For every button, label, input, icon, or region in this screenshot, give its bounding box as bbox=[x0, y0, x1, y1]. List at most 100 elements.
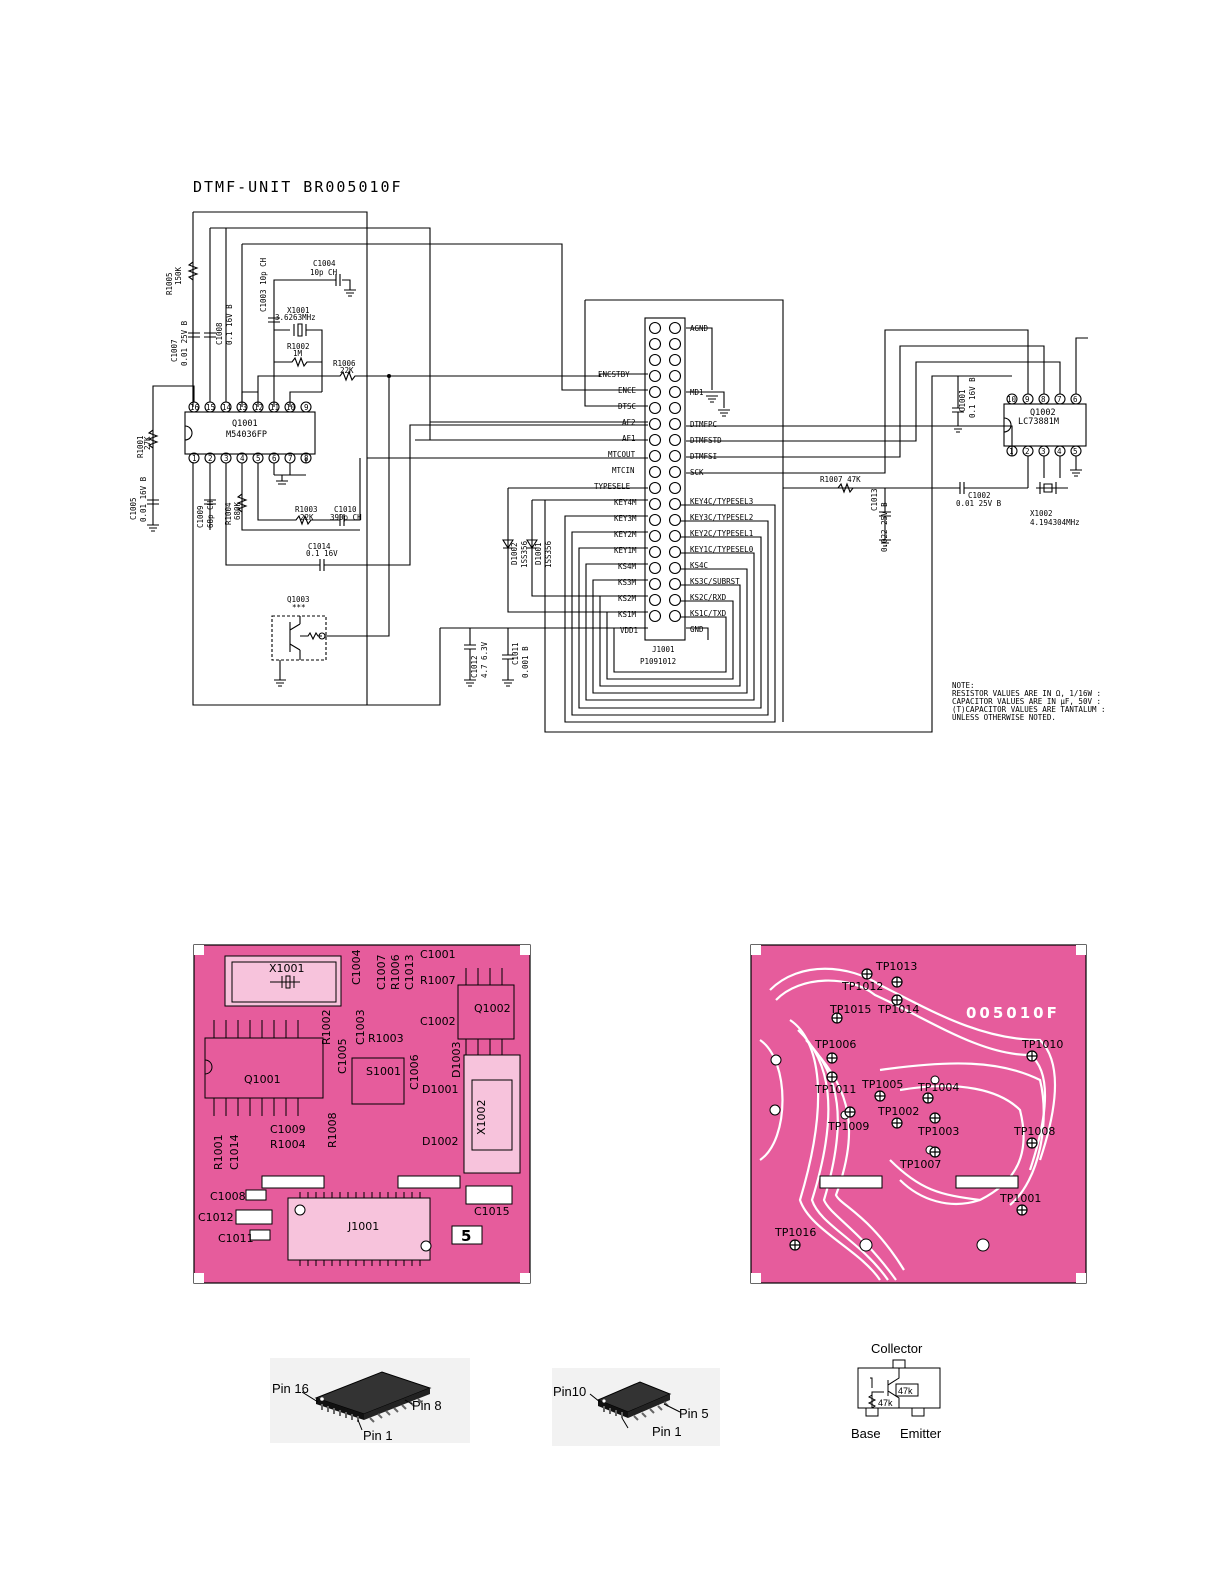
c1002-value: 0.01 25V B bbox=[956, 499, 1002, 508]
q1001-pin-7: 7 bbox=[288, 454, 293, 463]
tp1009-label: TP1009 bbox=[827, 1120, 869, 1133]
pcb-label-s1001: S1001 bbox=[366, 1065, 401, 1078]
r1005-resistor: R1005 150K bbox=[165, 261, 199, 295]
connector-pin bbox=[648, 433, 662, 447]
connector-pin bbox=[668, 561, 682, 575]
x1001-crystal: X1001 3.6263MHz bbox=[274, 306, 323, 392]
schematic-note: NOTE: RESISTOR VALUES ARE IN Ω, 1/16W : … bbox=[952, 681, 1106, 722]
r1003-resistor: R1003 22K C1010 390p CH bbox=[257, 458, 362, 526]
note-line-4: UNLESS OTHERWISE NOTED. bbox=[952, 713, 1056, 722]
test-point-cross bbox=[1027, 1138, 1037, 1148]
j-left-13: KS3M bbox=[618, 578, 637, 587]
j-left-1: ENCE bbox=[618, 386, 637, 395]
q1002-part: LC73881M bbox=[1018, 417, 1059, 427]
j-right-12: KEY2C/TYPESEL1 bbox=[690, 529, 753, 538]
r1001-label: R1001 bbox=[136, 435, 145, 458]
test-point-cross bbox=[845, 1107, 855, 1117]
connector-pin bbox=[668, 545, 682, 559]
test-point-cross bbox=[892, 995, 902, 1005]
r1007-label: R1007 47K bbox=[820, 475, 861, 484]
q1001-pin-4: 4 bbox=[240, 454, 245, 463]
x1002-label: X1002 bbox=[1030, 509, 1053, 518]
r1002-value: 1M bbox=[293, 349, 303, 358]
tp1010-label: TP1010 bbox=[1021, 1038, 1063, 1051]
transistor-emitter-label: Emitter bbox=[900, 1426, 942, 1441]
j-right-18: GND bbox=[690, 625, 704, 634]
connector-pin bbox=[648, 529, 662, 543]
key-matrix-loops bbox=[544, 375, 1012, 733]
pcb-label-r1007: R1007 bbox=[420, 974, 456, 987]
tp1005-label: TP1005 bbox=[861, 1078, 903, 1091]
connector-pin bbox=[648, 449, 662, 463]
q1002-pin-8: 8 bbox=[1041, 395, 1046, 404]
pcb-label-c1001: C1001 bbox=[420, 948, 456, 961]
connector-pin bbox=[668, 593, 682, 607]
j-left-5: MTCOUT bbox=[608, 450, 636, 459]
connector-pin bbox=[668, 417, 682, 431]
transistor-base-label: Base bbox=[851, 1426, 881, 1441]
pcb-label-c1002: C1002 bbox=[420, 1015, 456, 1028]
q1001-part: M54036FP bbox=[226, 430, 267, 440]
q1001-pin-15: 15 bbox=[206, 403, 215, 412]
pcb-label-c1014: C1014 bbox=[228, 1134, 241, 1170]
tp1001-label: TP1001 bbox=[999, 1192, 1041, 1205]
connector-pin bbox=[668, 321, 682, 335]
c1010-value: 390p CH bbox=[330, 513, 362, 522]
q1001-pin-11: 11 bbox=[270, 403, 279, 412]
c1009-value: 68p CH bbox=[206, 500, 215, 528]
j-left-9: KEY3M bbox=[614, 514, 637, 523]
pcb-board-id: 005010F bbox=[966, 1004, 1060, 1022]
c1009-capacitor: C1009 68p CH bbox=[196, 463, 216, 530]
connector-pin bbox=[668, 577, 682, 591]
connector-pin bbox=[648, 417, 662, 431]
r1003-value: 22K bbox=[300, 513, 314, 522]
test-point-cross bbox=[875, 1091, 885, 1101]
c1013-label: C1013 bbox=[870, 488, 879, 511]
j-left-15: KS1M bbox=[618, 610, 637, 619]
package-transistor: Collector 47k 47k Base Emitter bbox=[851, 1341, 942, 1441]
test-point-cross bbox=[827, 1053, 837, 1063]
pcb-label-r1004: R1004 bbox=[270, 1138, 306, 1151]
j-right-16: KS2C/RXD bbox=[690, 593, 727, 602]
d1001-label: D1001 bbox=[534, 542, 543, 565]
net-af2 bbox=[210, 227, 648, 423]
connector-pin bbox=[648, 545, 662, 559]
q1001-ground bbox=[273, 458, 307, 485]
test-point-cross bbox=[1027, 1051, 1037, 1061]
q1003-transistor: Q1003 *** bbox=[271, 376, 390, 687]
test-point-cross bbox=[827, 1072, 837, 1082]
c1004-capacitor: C1004 10p CH bbox=[273, 259, 356, 407]
test-point-cross bbox=[923, 1093, 933, 1103]
pkg16-pin16-label: Pin 16 bbox=[272, 1381, 309, 1396]
connector-pin bbox=[668, 449, 682, 463]
r1007-c1002: R1007 47K C1002 0.01 25V B C1013 0.022 2… bbox=[820, 376, 1028, 552]
tp1004-label: TP1004 bbox=[917, 1081, 959, 1094]
q1003-value: *** bbox=[292, 603, 306, 612]
q1001-pin-12: 12 bbox=[254, 403, 263, 412]
tp1012-label: TP1012 bbox=[841, 980, 883, 993]
package-16pin: Pin 16 Pin 8 Pin 1 bbox=[270, 1358, 470, 1443]
ic-q1002: Q1002 LC73881M 10 9 8 7 6 1 2 3 4 5 bbox=[686, 329, 1088, 527]
connector-pin bbox=[668, 353, 682, 367]
q1002-pin-10: 10 bbox=[1007, 395, 1017, 404]
q1001-ref: Q1001 bbox=[232, 419, 258, 429]
pcb-label-r1008: R1008 bbox=[326, 1112, 339, 1148]
connector-pin bbox=[648, 593, 662, 607]
tp1008-label: TP1008 bbox=[1013, 1125, 1055, 1138]
pcb-label-j1001: J1001 bbox=[347, 1220, 379, 1233]
j-right-17: KS1C/TXD bbox=[690, 609, 727, 618]
tp1003-label: TP1003 bbox=[917, 1125, 959, 1138]
pcb-label-x1001: X1001 bbox=[269, 962, 305, 975]
net-ence bbox=[242, 243, 648, 391]
pcb-label-c1007: C1007 bbox=[375, 954, 388, 990]
connector-pin bbox=[668, 465, 682, 479]
pcb-label-c1011: C1011 bbox=[218, 1232, 254, 1245]
c1005-value: 0.01 16V B bbox=[139, 476, 148, 522]
test-point-cross bbox=[790, 1240, 800, 1250]
j-left-0: ENCSTBY bbox=[598, 370, 630, 379]
connector-pin bbox=[648, 369, 662, 383]
q1003-label: Q1003 bbox=[287, 595, 310, 604]
tp1014-label: TP1014 bbox=[877, 1003, 919, 1016]
vdd-caps: C1012 4.7 6.3V C1011 0.001 B bbox=[193, 627, 648, 706]
